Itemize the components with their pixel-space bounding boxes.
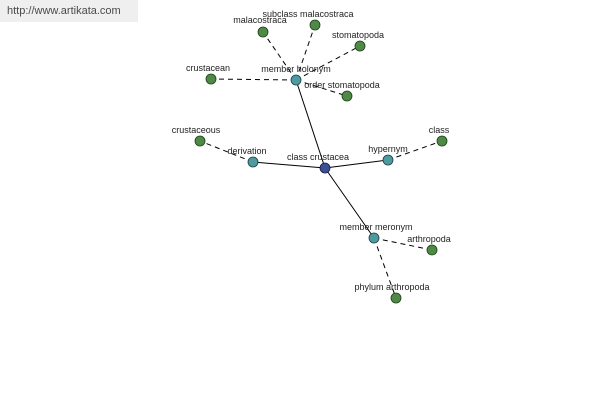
node-label: class	[429, 125, 450, 135]
node-label: crustacean	[186, 63, 230, 73]
node-label: hypernym	[368, 144, 408, 154]
edge-hypernym-class	[387, 140, 443, 161]
node-dot[interactable]	[368, 232, 380, 244]
edge-holonym-subclass-malacostraca	[295, 24, 316, 81]
node-label: subclass malacostraca	[262, 9, 353, 19]
node-label: member holonym	[261, 64, 331, 74]
node-label: stomatopoda	[332, 30, 384, 40]
edge-center-derivation	[252, 161, 326, 169]
node-derivation[interactable]: derivation	[227, 146, 267, 168]
node-member-meronym[interactable]: member meronym	[339, 222, 413, 244]
edge-derivation-crustaceous	[199, 140, 254, 163]
node-label: order stomatopoda	[304, 80, 380, 90]
edge-meronym-phylum-arthropoda	[373, 237, 397, 299]
node-label: member meronym	[339, 222, 412, 232]
node-crustaceous[interactable]: crustaceous	[172, 125, 221, 147]
node-label: derivation	[227, 146, 266, 156]
edge-holonym-crustacean	[210, 78, 297, 81]
node-hypernym[interactable]: hypernym	[368, 144, 408, 166]
node-dot[interactable]	[194, 135, 206, 147]
node-dot[interactable]	[436, 135, 448, 147]
edge-holonym-stomatopoda	[295, 45, 361, 81]
node-arthropoda[interactable]: arthropoda	[407, 234, 451, 256]
node-dot[interactable]	[341, 90, 353, 102]
node-dot[interactable]	[309, 19, 321, 31]
node-label: phylum arthropoda	[354, 282, 429, 292]
node-dot[interactable]	[426, 244, 438, 256]
edge-meronym-arthropoda	[373, 237, 433, 251]
edge-holonym-malacostraca	[262, 31, 297, 81]
node-subclass-malacostraca[interactable]: subclass malacostraca	[262, 9, 354, 31]
node-dot[interactable]	[319, 162, 331, 174]
edge-center-hypernym	[324, 159, 389, 169]
node-dot[interactable]	[247, 156, 259, 168]
node-label: crustaceous	[172, 125, 221, 135]
node-dot[interactable]	[354, 40, 366, 52]
edge-center-member-meronym	[324, 167, 375, 239]
node-label: arthropoda	[407, 234, 451, 244]
node-order-stomatopoda[interactable]: order stomatopoda	[304, 80, 380, 102]
node-label: malacostraca	[233, 15, 287, 25]
node-class[interactable]: class	[429, 125, 450, 147]
node-label: class crustacea	[287, 152, 349, 162]
node-dot[interactable]	[290, 74, 302, 86]
node-dot[interactable]	[257, 26, 269, 38]
node-member-holonym[interactable]: member holonym	[261, 64, 331, 86]
node-dot[interactable]	[382, 154, 394, 166]
node-stomatopoda[interactable]: stomatopoda	[332, 30, 384, 52]
node-phylum-arthropoda[interactable]: phylum arthropoda	[354, 282, 430, 304]
node-dot[interactable]	[390, 292, 402, 304]
node-crustacean[interactable]: crustacean	[186, 63, 230, 85]
edge-center-member-holonym	[295, 79, 326, 169]
node-dot[interactable]	[205, 73, 217, 85]
node-malacostraca[interactable]: malacostraca	[233, 15, 287, 38]
watermark-link[interactable]: http://www.artikata.com	[0, 0, 138, 22]
node-class-crustacea[interactable]: class crustacea	[287, 152, 349, 174]
